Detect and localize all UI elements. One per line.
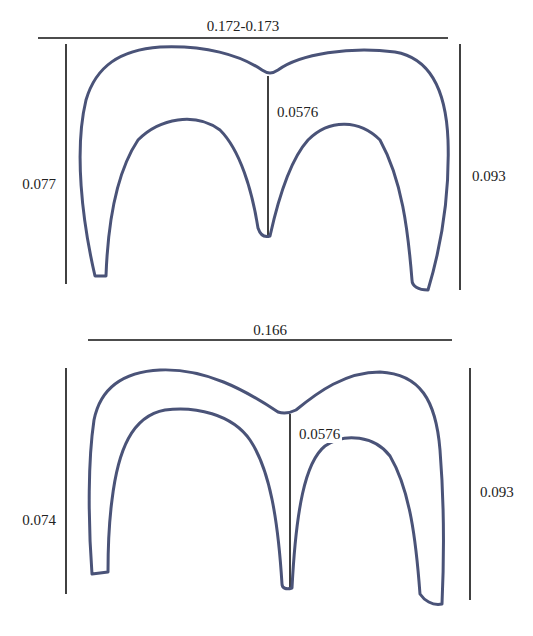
dimension-label: 0.093 bbox=[478, 484, 516, 501]
dimension-label: 0.0576 bbox=[297, 426, 342, 443]
upper-outline bbox=[80, 47, 448, 290]
dimension-label: 0.172-0.173 bbox=[205, 18, 282, 35]
dimension-label: 0.077 bbox=[20, 176, 58, 193]
dimension-label: 0.0576 bbox=[275, 104, 320, 121]
dimension-label: 0.074 bbox=[20, 512, 58, 529]
dimension-lines bbox=[38, 38, 470, 600]
lower-outline bbox=[89, 370, 443, 605]
dimension-label: 0.166 bbox=[251, 322, 289, 339]
dimension-label: 0.093 bbox=[470, 168, 508, 185]
